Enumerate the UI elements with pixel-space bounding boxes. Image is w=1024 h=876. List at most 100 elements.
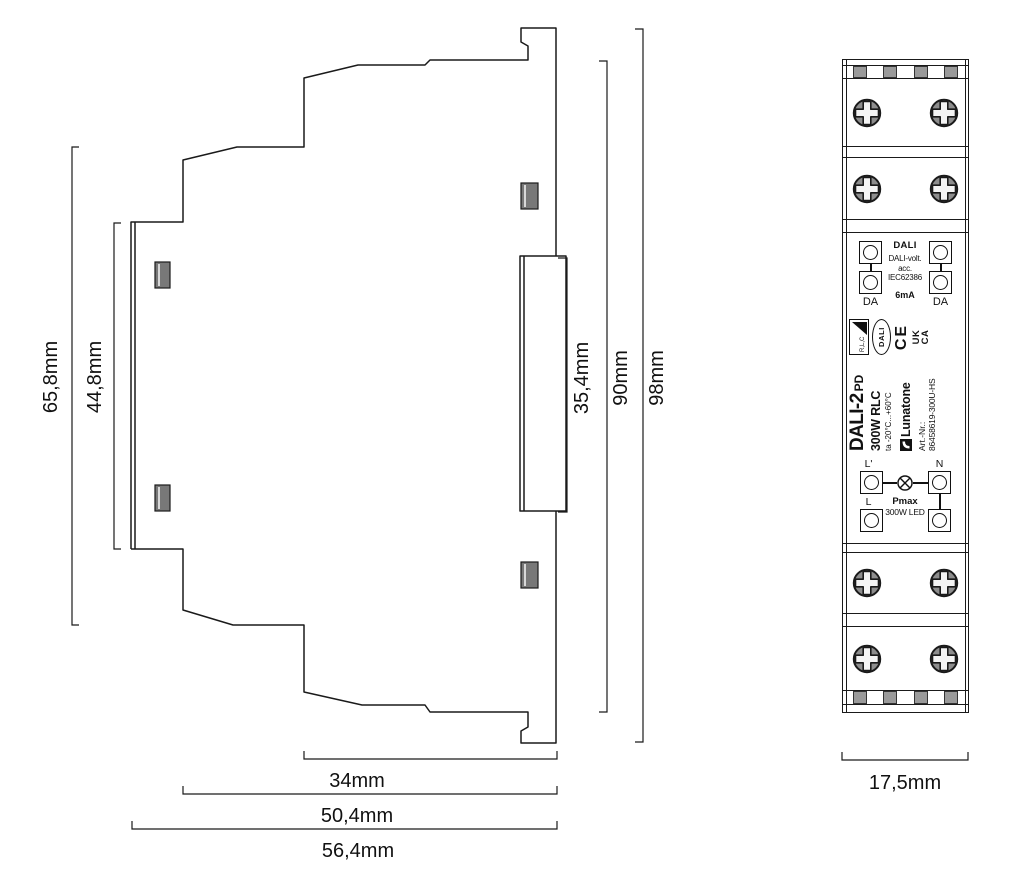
article-number: 86458619-300U-HS (927, 378, 937, 451)
brand-name: Lunatone (899, 382, 913, 437)
terminal-label-l: L (865, 496, 872, 508)
dim-device-width: 17,5mm (868, 772, 942, 794)
vent-slot (853, 691, 867, 704)
terminal-hole (864, 475, 879, 490)
load-rating: 300W LED (885, 507, 925, 517)
dim-front-height: 35,4mm (571, 341, 593, 415)
dim-inner-left-height: 44,8mm (84, 340, 106, 414)
terminal-n (928, 471, 951, 494)
lunatone-logo-icon (900, 439, 912, 451)
screw-icon (852, 644, 882, 673)
device-right-edge-line (964, 60, 966, 712)
dali-sub-3: IEC62386 (888, 273, 922, 282)
terminal-hole (933, 275, 948, 290)
screw-icon (852, 98, 882, 127)
terminal-hole (933, 245, 948, 260)
terminal-bridge (869, 264, 872, 272)
pmax-label: Pmax (892, 496, 918, 507)
gap (843, 220, 968, 232)
terminal-label-n: N (935, 458, 944, 470)
vent-slot (154, 484, 171, 512)
screw-icon (929, 174, 959, 203)
rlc-dimming-badge: R,L,C (849, 319, 869, 355)
terminal-n-bridged (928, 509, 951, 532)
screw-icon (852, 174, 882, 203)
vent-slot (520, 182, 539, 210)
product-variant: PD (852, 374, 866, 392)
front-panel-protrusion (519, 255, 567, 512)
screw-block-2 (843, 157, 968, 220)
phase-dimming-icon (852, 322, 867, 335)
mains-terminal-group: L' N Pmax L 300W LED (843, 458, 968, 545)
temperature-range: ta -20°C...+60°C (884, 392, 893, 451)
product-name: DALI-2 (847, 393, 868, 451)
rlc-badge-text: R,L,C (860, 336, 866, 352)
terminal-label-da-left: DA (862, 296, 879, 308)
terminal-da-left-2 (859, 271, 882, 294)
dali-sub-1: DALI-volt. (888, 254, 922, 263)
front-view-device: DALI DALI-volt. acc. IEC62386 6mA DA DA … (842, 59, 969, 713)
vent-slot (520, 561, 539, 589)
terminal-hole (932, 475, 947, 490)
terminal-hole (863, 245, 878, 260)
dim-body-height: 90mm (610, 350, 632, 406)
terminal-l-in (860, 471, 883, 494)
lamp-lead-right (913, 482, 928, 484)
screw-icon (929, 644, 959, 673)
terminal-da-right-1 (929, 241, 952, 264)
vent-slot (943, 66, 958, 78)
gap (843, 147, 968, 157)
vent-strip-top (843, 65, 968, 79)
product-label-text: DALI-2 PD 300W RLC ta -20°C...+60°C Luna… (847, 358, 965, 451)
screw-block-3 (843, 552, 968, 614)
bracket-98 (635, 28, 644, 743)
dali-badge-text: DALI (877, 327, 886, 347)
vent-slot (913, 66, 928, 78)
terminal-hole (864, 513, 879, 528)
dim-mid-depth: 50,4mm (320, 805, 394, 827)
dim-front-depth: 34mm (329, 770, 385, 792)
vent-slot (943, 691, 958, 704)
bracket-44-8 (113, 222, 121, 550)
vent-slots-side (154, 182, 539, 589)
bracket-50-4 (182, 786, 558, 795)
vent-strip-bottom (843, 691, 968, 705)
bracket-35-4 (558, 257, 568, 513)
vent-slot (154, 261, 171, 289)
product-label-rotated: DALI-2 PD 300W RLC ta -20°C...+60°C Luna… (845, 315, 968, 458)
bracket-56-4 (131, 821, 558, 830)
gap (843, 614, 968, 626)
terminal-bridge (939, 264, 942, 272)
side-profile-upper (130, 27, 557, 549)
bracket-65-8 (71, 146, 79, 626)
terminal-da-left-1 (859, 241, 882, 264)
dim-outer-left-height: 65,8mm (40, 340, 62, 414)
bracket-90 (599, 60, 608, 713)
screw-block-1 (843, 79, 968, 147)
terminal-da-right-2 (929, 271, 952, 294)
vent-slot (913, 691, 928, 704)
vent-slot (883, 66, 898, 78)
bracket-34 (303, 751, 558, 760)
terminal-label-l-in: L' (864, 458, 873, 470)
label-zone: DALI DALI-volt. acc. IEC62386 6mA DA DA … (843, 232, 968, 544)
bottom-cap (843, 705, 968, 711)
screw-block-4 (843, 626, 968, 691)
device-left-edge-line (845, 60, 847, 712)
ce-mark: CE (893, 323, 910, 351)
power-rating: 300W RLC (869, 390, 883, 451)
dali-sub-2: acc. (898, 264, 912, 273)
terminal-hole (863, 275, 878, 290)
screw-icon (852, 568, 882, 598)
certification-logos: R,L,C DALI CE UK CA (848, 316, 965, 358)
terminal-hole (932, 513, 947, 528)
dim-overall-height: 98mm (646, 350, 668, 406)
lamp-lead-left (883, 482, 897, 484)
lamp-icon (897, 475, 913, 491)
product-label-area: DALI-2 PD 300W RLC ta -20°C...+60°C Luna… (843, 315, 970, 458)
article-number-label: Art.-Nr.: (917, 421, 927, 451)
dali-current: 6mA (895, 290, 915, 300)
vent-slot (883, 691, 898, 704)
dim-overall-depth: 56,4mm (321, 840, 395, 862)
